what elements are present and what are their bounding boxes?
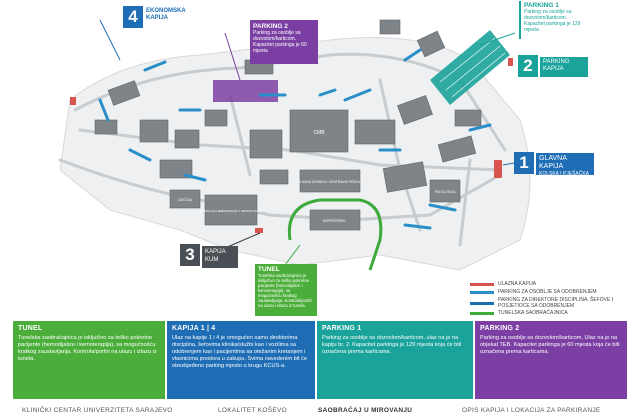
gate-3-number: 3 [180,244,200,266]
label-center-building: GLAVNA ZGRADA / CENTRALNI PROLAZ [298,180,363,184]
parking-2-callout: PARKING 2 Parking za osoblje sa dozvolom… [250,20,318,64]
legend-label-director-parking: PARKING ZA DIREKTORE DISCIPLINA, ŠEFOVE … [498,297,614,309]
footer-section: OPIS KAPIJA I LOKACIJA ZA PARKIRANJE [462,407,601,414]
panel-parking-2: PARKING 2 Parking za osoblje sa dozvolom… [475,321,627,399]
building-dialysis [204,194,258,226]
panel-tunnel-text: Tunelska saobraćajnica je isključivo za … [18,335,157,362]
legend-row-staff-parking: PARKING ZA OSOBLJE SA ODOBRENJEM [470,289,597,295]
panel-parking-2-text: Parking za osoblje sa dozvolom/karticom,… [480,335,620,355]
footer-institution: KLINIČKI CENTAR UNIVERZITETA SARAJEVO [22,407,173,414]
legend-label-gate: ULAZNA KAPIJA [498,281,537,287]
panel-gates-1-4: KAPIJA 1 | 4 Ulaz na kapije 1 i 4 je omo… [167,321,315,399]
gate-3-title: KAPIJA [205,249,226,255]
gate-1-subtitle: KOLSKA I PJEŠAČKA [539,171,590,177]
footer: KLINIČKI CENTAR UNIVERZITETA SARAJEVO LO… [0,402,632,419]
legend-swatch-staff-parking [470,290,494,294]
legend-row-gate: ULAZNA KAPIJA [470,281,536,287]
legend-swatch-tunnel [470,311,494,315]
tunnel-road [287,198,383,271]
footer-topic: SAOBRAĆAJ U MIROVANJU [318,407,413,414]
staff-parking-marks [98,48,492,230]
panel-tunnel-title: TUNEL [18,325,43,332]
gate-4-title: EKONOMSKA KAPIJA [146,8,186,21]
gate-2-title: PARKING KAPIJA [540,57,588,77]
label-dialysis: KLINIKA ZA HEMODIJALIZU I NEFROLOGIJU [200,209,263,213]
legend-row-tunnel: TUNELSKA SAOBRAĆAJNICA [470,310,568,316]
label-pathology: PATOLOGIJA [435,190,456,194]
parking-1-callout-text: Parking za osoblje sa dozvolom/karticom.… [524,9,581,33]
panel-parking-1-title: PARKING 1 [322,325,362,332]
gate-1-label: GLAVNA KAPIJA KOLSKA I PJEŠAČKA [536,153,594,177]
parking-1-lot [430,30,510,105]
parking-2-callout-title: PARKING 2 [253,23,288,30]
panel-gates-title: KAPIJA 1 | 4 [172,325,216,332]
panel-tunnel: TUNEL Tunelska saobraćajnica je isključi… [13,321,165,399]
panel-parking-2-title: PARKING 2 [480,325,520,332]
gate-2-callout: 2 PARKING KAPIJA [518,55,588,79]
tunnel-callout-text: Tunelska saobraćajnica je isključivo za … [258,273,312,308]
footer-location: LOKALITET KOŠEVO [218,407,287,414]
gate-3-callout: 3 KAPIJA KUM [180,244,240,270]
legend-swatch-director-parking [470,301,494,305]
label-dispatch: DISPEČERSKI [323,218,346,223]
legend-swatch-gate [470,282,494,286]
gate-4-callout: 4 EKONOMSKA KAPIJA [123,6,185,32]
label-pediatric: DJEČIJA [178,197,192,202]
gate-4-number: 4 [123,6,143,28]
legend-row-director-parking: PARKING ZA DIREKTORE DISCIPLINA, ŠEFOVE … [470,297,620,309]
panel-gates-text: Ulaz na kapije 1 i 4 je omogućen samo di… [172,335,307,369]
building-cmb [289,109,349,153]
legend-label-tunnel: TUNELSKA SAOBRAĆAJNICA [498,310,568,316]
building-center [299,169,361,193]
parking-1-callout-title: PARKING 1 [524,2,559,9]
panel-parking-1-text: Parking za osoblje sa dozvolom/karticom,… [322,335,462,355]
gate-3-label: KAPIJA KUM [202,246,238,268]
gate-2-number: 2 [518,55,538,77]
gate-markers [70,58,513,233]
parking-1-callout: PARKING 1 Parking za osoblje sa dozvolom… [519,1,589,39]
parking-2-lot [213,80,278,102]
tunnel-callout-title: TUNEL [258,266,280,273]
panel-parking-1: PARKING 1 Parking za osoblje sa dozvolom… [317,321,473,399]
gate-1-callout: 1 GLAVNA KAPIJA KOLSKA I PJEŠAČKA [514,152,594,177]
parking-2-callout-text: Parking za osoblje sa dozvolom/karticom.… [253,30,307,54]
buildings [94,19,482,231]
legend-label-staff-parking: PARKING ZA OSOBLJE SA ODOBRENJEM [498,289,597,295]
gate-1-number: 1 [514,152,534,174]
gate-3-subtitle: KUM [205,257,219,263]
label-cmb: CMB [313,130,325,136]
tunnel-callout: TUNEL Tunelska saobraćajnica je isključi… [255,264,317,316]
gate-1-title: GLAVNA KAPIJA [539,155,567,170]
